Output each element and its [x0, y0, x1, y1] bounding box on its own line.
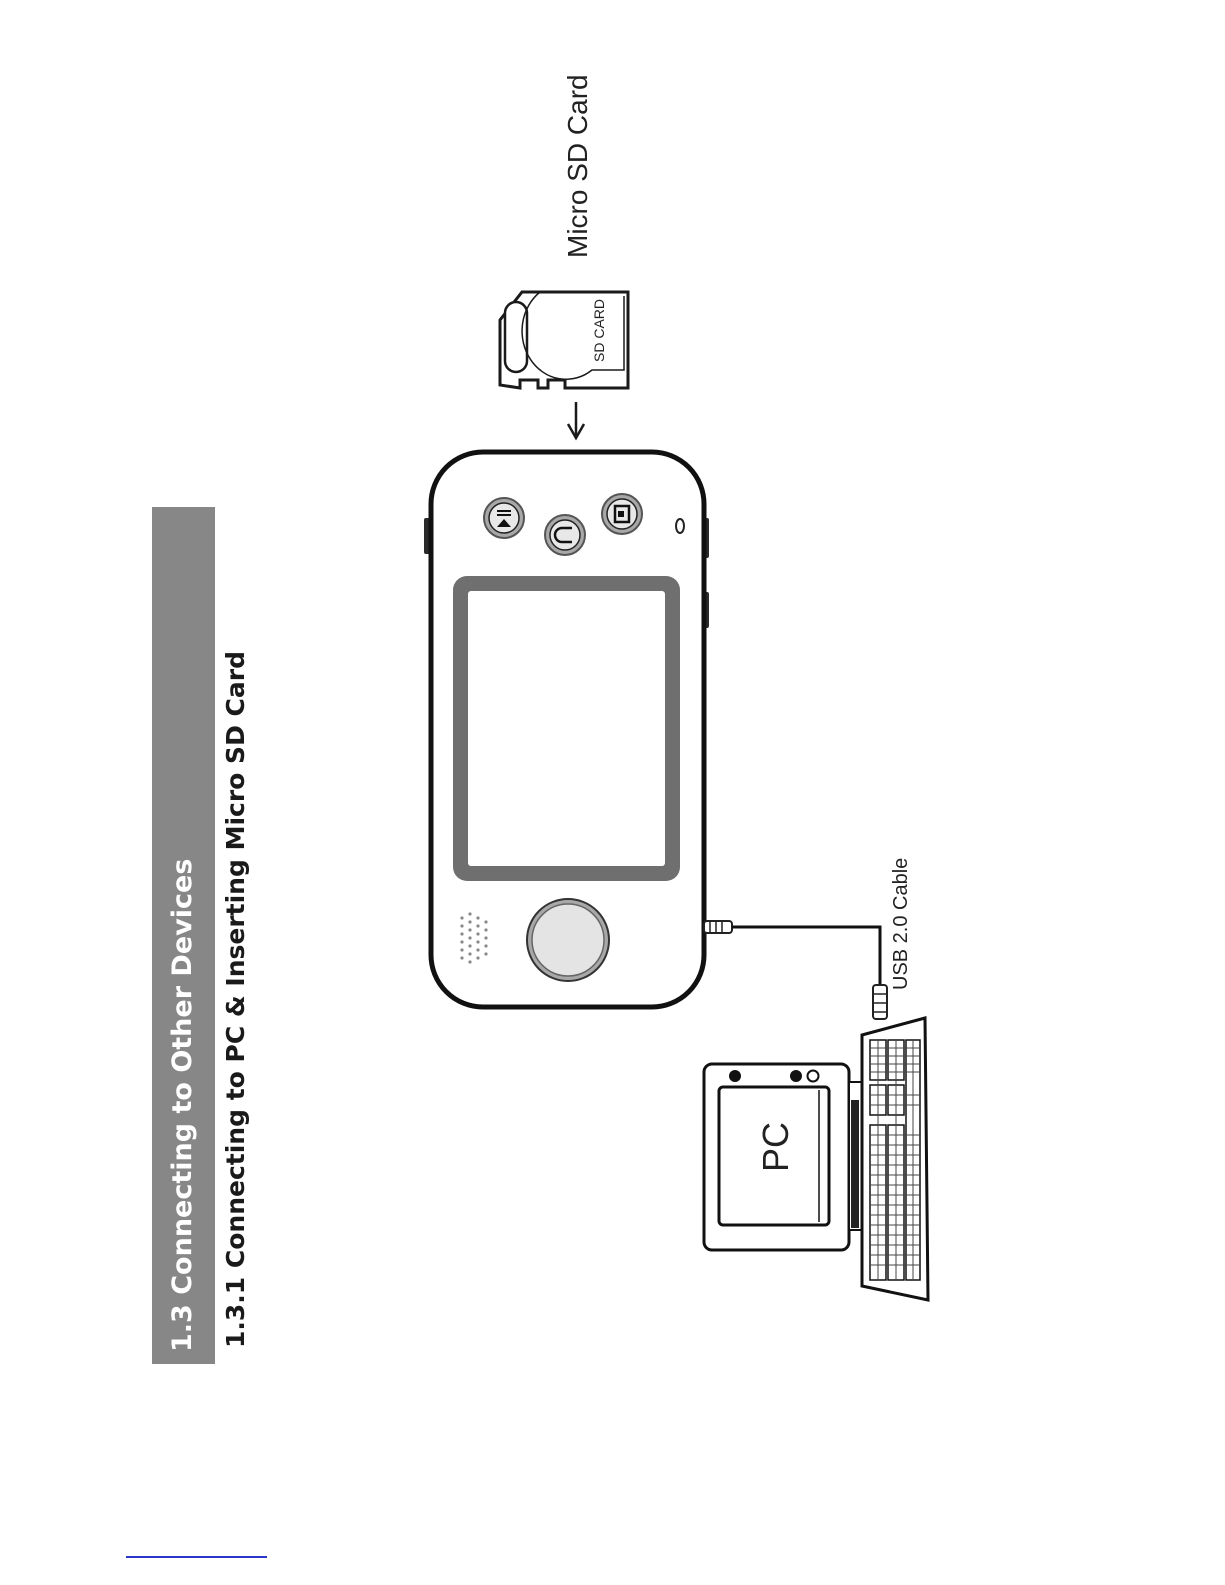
joystick-button: [527, 899, 609, 981]
insert-arrow: [568, 402, 584, 438]
footer-rule: [126, 1556, 267, 1558]
pc-label: PC: [755, 1122, 797, 1172]
pc-keyboard: [862, 1018, 928, 1300]
sd-card-illustration: SD CARD: [500, 292, 628, 388]
sd-slot-icon: [602, 494, 642, 534]
sd-card-label: Micro SD Card: [561, 74, 595, 258]
usb-cable-label: USB 2.0 Cable: [888, 858, 914, 990]
home-icon: [545, 515, 585, 555]
play-pause-icon: [484, 498, 524, 538]
indicator-light: [676, 519, 684, 533]
usb-cable: [704, 921, 887, 1019]
handheld-device: [424, 452, 709, 1007]
sd-card-print: SD CARD: [591, 299, 607, 362]
